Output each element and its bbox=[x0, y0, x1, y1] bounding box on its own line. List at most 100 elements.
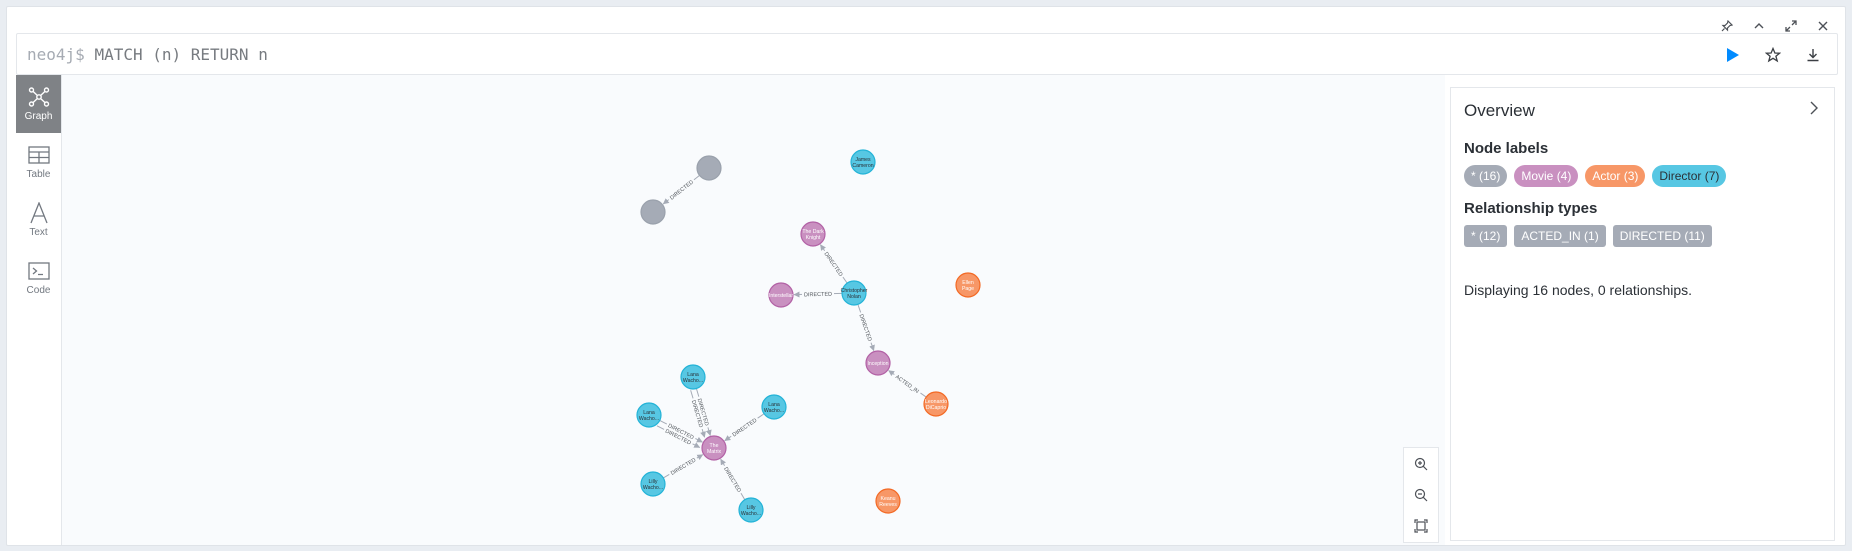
tab-code-label: Code bbox=[26, 285, 51, 296]
graph-node-unlabeled[interactable] bbox=[640, 199, 666, 225]
zoom-out-button[interactable] bbox=[1404, 479, 1438, 510]
relationship-types-section: Relationship types * (12) ACTED_IN (1) D… bbox=[1464, 200, 1712, 247]
tab-table-label: Table bbox=[26, 169, 51, 180]
close-icon[interactable] bbox=[1811, 15, 1835, 37]
tab-graph-label: Graph bbox=[24, 111, 53, 122]
fit-view-button[interactable] bbox=[1404, 511, 1438, 542]
text-icon bbox=[29, 202, 48, 224]
relationship-acted-in[interactable]: ACTED_IN bbox=[888, 370, 927, 398]
node-circle[interactable] bbox=[738, 497, 764, 523]
relationship-label: DIRECTED bbox=[732, 418, 759, 439]
query-editor[interactable]: neo4j$ MATCH (n) RETURN n bbox=[16, 33, 1838, 75]
rel-type-chip-all[interactable]: * (12) bbox=[1464, 225, 1508, 247]
collapse-frame-icon[interactable] bbox=[1747, 15, 1771, 37]
rel-type-chip-directed[interactable]: DIRECTED (11) bbox=[1612, 225, 1712, 247]
zoom-in-button[interactable] bbox=[1404, 448, 1438, 479]
node-circle[interactable] bbox=[923, 391, 949, 417]
node-circle[interactable] bbox=[955, 272, 981, 298]
node-label-chip-actor[interactable]: Actor (3) bbox=[1585, 165, 1646, 187]
tab-text[interactable]: Text bbox=[16, 191, 61, 249]
relationship-directed[interactable]: DIRECTED bbox=[793, 289, 843, 299]
graph-node-movie[interactable]: Interstellar bbox=[768, 282, 794, 308]
favorite-button[interactable] bbox=[1759, 42, 1787, 68]
editor-prompt: neo4j$ bbox=[27, 45, 85, 64]
node-circle[interactable] bbox=[768, 282, 794, 308]
node-circle[interactable] bbox=[701, 435, 727, 461]
download-button[interactable] bbox=[1799, 42, 1827, 68]
node-label-chip-all[interactable]: * (16) bbox=[1464, 165, 1508, 187]
graph-node-unlabeled[interactable] bbox=[696, 155, 722, 181]
zoom-controls bbox=[1403, 447, 1439, 543]
rel-type-chip-acted-in[interactable]: ACTED_IN (1) bbox=[1514, 225, 1606, 247]
node-circle[interactable] bbox=[841, 280, 867, 306]
tab-graph[interactable]: Graph bbox=[16, 75, 61, 133]
table-icon bbox=[27, 146, 50, 164]
node-circle[interactable] bbox=[875, 488, 901, 514]
play-icon bbox=[1727, 48, 1739, 62]
node-caption: Interstellar bbox=[769, 293, 793, 299]
overview-title: Overview bbox=[1464, 101, 1535, 120]
query-text[interactable]: MATCH (n) RETURN n bbox=[94, 45, 268, 64]
graph-visualization[interactable]: DIRECTED DIRECTED DIRECTED DIRECTED ACTED_IN… bbox=[62, 75, 1445, 545]
node-circle[interactable] bbox=[865, 350, 891, 376]
collapse-panel-button[interactable] bbox=[1804, 98, 1824, 118]
pin-icon[interactable] bbox=[1715, 15, 1739, 37]
relationship-directed[interactable]: DIRECTED bbox=[663, 454, 704, 479]
node-label-chip-movie[interactable]: Movie (4) bbox=[1514, 165, 1579, 187]
relationship-directed[interactable]: DIRECTED bbox=[856, 304, 875, 352]
result-frame: neo4j$ MATCH (n) RETURN n Graph bbox=[6, 6, 1846, 546]
node-circle[interactable] bbox=[640, 199, 666, 225]
graph-node-movie[interactable]: Inception bbox=[865, 350, 891, 376]
node-circle[interactable] bbox=[696, 155, 722, 181]
node-caption: Inception bbox=[867, 361, 888, 367]
relationship-types-heading: Relationship types bbox=[1464, 200, 1598, 217]
relationship-directed[interactable]: DIRECTED bbox=[662, 175, 700, 205]
tab-code[interactable]: Code bbox=[16, 249, 61, 307]
node-circle[interactable] bbox=[800, 221, 826, 247]
graph-canvas[interactable]: DIRECTED DIRECTED DIRECTED DIRECTED ACTED_IN… bbox=[62, 75, 1445, 545]
zoom-in-icon bbox=[1414, 457, 1428, 471]
tab-text-label: Text bbox=[29, 227, 48, 238]
view-sidebar: Graph Table Text Code bbox=[16, 75, 62, 545]
node-circle[interactable] bbox=[636, 402, 662, 428]
relationship-directed[interactable]: DIRECTED bbox=[820, 244, 848, 284]
node-circle[interactable] bbox=[680, 364, 706, 390]
chevron-right-icon bbox=[1810, 101, 1818, 115]
run-button[interactable] bbox=[1719, 42, 1747, 68]
status-text: Displaying 16 nodes, 0 relationships. bbox=[1464, 282, 1693, 298]
node-label-chip-director[interactable]: Director (7) bbox=[1652, 165, 1727, 187]
relationship-label: DIRECTED bbox=[822, 251, 843, 278]
relationship-directed[interactable]: DIRECTED bbox=[720, 458, 746, 500]
code-icon bbox=[27, 262, 50, 280]
node-circle[interactable] bbox=[640, 471, 666, 497]
fullscreen-icon[interactable] bbox=[1779, 15, 1803, 37]
tab-table[interactable]: Table bbox=[16, 133, 61, 191]
download-icon bbox=[1807, 49, 1819, 62]
node-labels-heading: Node labels bbox=[1464, 140, 1549, 157]
node-circle[interactable] bbox=[850, 149, 876, 175]
relationship-directed[interactable]: DIRECTED bbox=[724, 413, 765, 442]
node-circle[interactable] bbox=[761, 394, 787, 420]
